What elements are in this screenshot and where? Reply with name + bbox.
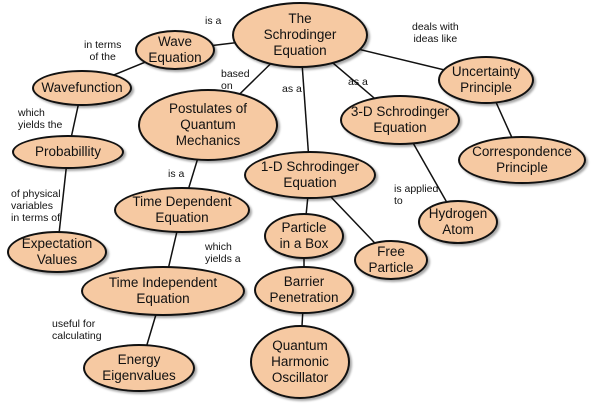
node-barrier-penetration: Barrier Penetration	[254, 266, 354, 314]
node-3d-schrodinger-equation: 3-D Schrodinger Equation	[340, 95, 460, 145]
node-time-independent-equation: Time Independent Equation	[81, 266, 245, 316]
link-label-is-a-mid: is a	[168, 168, 185, 180]
link-label-in-terms-of: in terms of the	[84, 39, 122, 63]
node-quantum-harmonic-oscillator: Quantum Harmonic Oscillator	[250, 325, 350, 399]
node-correspondence-principle: Correspondence Principle	[458, 136, 586, 184]
node-schrodinger-equation: The Schrodinger Equation	[232, 2, 368, 68]
node-hydrogen-atom: Hydrogen Atom	[418, 200, 498, 244]
node-time-dependent-equation: Time Dependent Equation	[114, 187, 250, 233]
link-label-as-a-1d: as a	[282, 83, 302, 95]
link-label-which-yields-the: which yields the	[18, 107, 63, 131]
node-particle-in-a-box: Particle in a Box	[264, 213, 344, 259]
link-label-deals-with: deals with ideas like	[412, 21, 459, 45]
link-label-useful-for: useful for calculating	[52, 318, 102, 342]
node-free-particle: Free Particle	[354, 240, 428, 280]
node-postulates-of-quantum-mechanics: Postulates of Quantum Mechanics	[138, 89, 278, 161]
node-1d-schrodinger-equation: 1-D Schrodinger Equation	[244, 151, 376, 199]
node-expectation-values: Expectation Values	[7, 231, 107, 273]
link-label-is-a: is a	[205, 15, 222, 27]
node-probability: Probabillity	[12, 135, 124, 169]
link-label-based-on: based on	[221, 68, 250, 92]
link-label-is-applied-to: is applied to	[394, 183, 439, 207]
link-label-which-yields-a: which yields a	[205, 241, 241, 265]
link-label-physical-variables: of physical variables in terms of	[11, 188, 61, 224]
link-label-as-a-3d: as a	[348, 76, 368, 88]
node-uncertainty-principle: Uncertainty Principle	[438, 56, 534, 104]
node-wavefunction: Wavefunction	[32, 70, 132, 106]
node-energy-eigenvalues: Energy Eigenvalues	[83, 344, 195, 392]
node-wave-equation: Wave Equation	[135, 30, 215, 70]
